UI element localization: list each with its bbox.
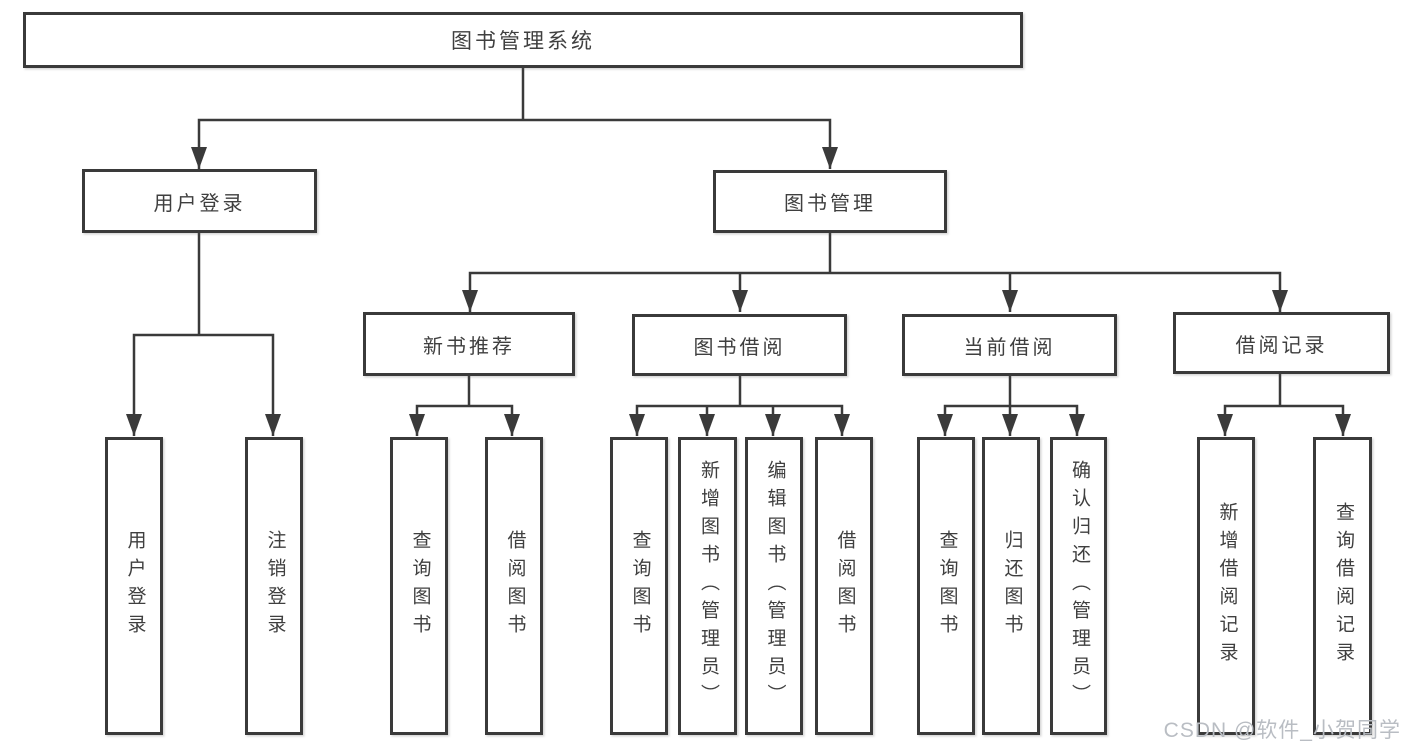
node-book-borrowing: 图书借阅	[632, 314, 847, 376]
leaf-user-login: 用户登录	[105, 437, 163, 735]
leaf-cb-confirm-return-admin: 确认归还（管理员）	[1050, 437, 1107, 735]
leaf-bb-add-books-admin: 新增图书（管理员）	[678, 437, 737, 735]
leaf-bb-edit-books-admin: 编辑图书（管理员）	[745, 437, 803, 735]
node-label: 查询图书	[629, 530, 651, 642]
leaf-cb-query-books: 查询图书	[917, 437, 975, 735]
node-label: 新书推荐	[423, 335, 515, 358]
node-borrowing-records: 借阅记录	[1173, 312, 1390, 374]
leaf-bb-query-books: 查询图书	[610, 437, 668, 735]
node-label: 注销登录	[264, 530, 286, 642]
node-label: 查询图书	[936, 530, 958, 642]
node-label: 确认归还（管理员）	[1068, 460, 1090, 712]
node-label: 借阅图书	[504, 530, 526, 642]
leaf-logout: 注销登录	[245, 437, 303, 735]
leaf-nbr-borrow-books: 借阅图书	[485, 437, 543, 735]
csdn-watermark: CSDN @软件_小贺同学	[1163, 719, 1401, 742]
node-new-book-recommendation: 新书推荐	[363, 312, 575, 376]
node-current-borrowing: 当前借阅	[902, 314, 1117, 376]
node-label: 图书管理	[784, 193, 876, 215]
leaf-br-add-record: 新增借阅记录	[1197, 437, 1255, 735]
node-user-login-module: 用户登录	[82, 169, 317, 233]
node-label: 用户登录	[124, 530, 146, 642]
node-label: 图书管理系统	[451, 30, 595, 53]
node-label: 借阅图书	[834, 530, 856, 642]
leaf-cb-return-books: 归还图书	[982, 437, 1040, 735]
node-label: 查询借阅记录	[1332, 502, 1354, 670]
node-label: 查询图书	[409, 530, 431, 642]
node-label: 当前借阅	[963, 336, 1056, 359]
node-label: 新增图书（管理员）	[697, 460, 719, 712]
leaf-br-query-record: 查询借阅记录	[1313, 437, 1372, 735]
node-label: 新增借阅记录	[1216, 502, 1238, 670]
node-label: 用户登录	[153, 192, 246, 215]
node-system-root: 图书管理系统	[23, 12, 1023, 68]
node-label: 图书借阅	[693, 336, 786, 359]
leaf-bb-borrow-books: 借阅图书	[815, 437, 873, 735]
node-label: 归还图书	[1001, 530, 1023, 642]
node-label: 借阅记录	[1235, 334, 1328, 357]
node-book-management-module: 图书管理	[713, 170, 947, 233]
node-label: 编辑图书（管理员）	[764, 460, 786, 712]
leaf-nbr-query-books: 查询图书	[390, 437, 448, 735]
